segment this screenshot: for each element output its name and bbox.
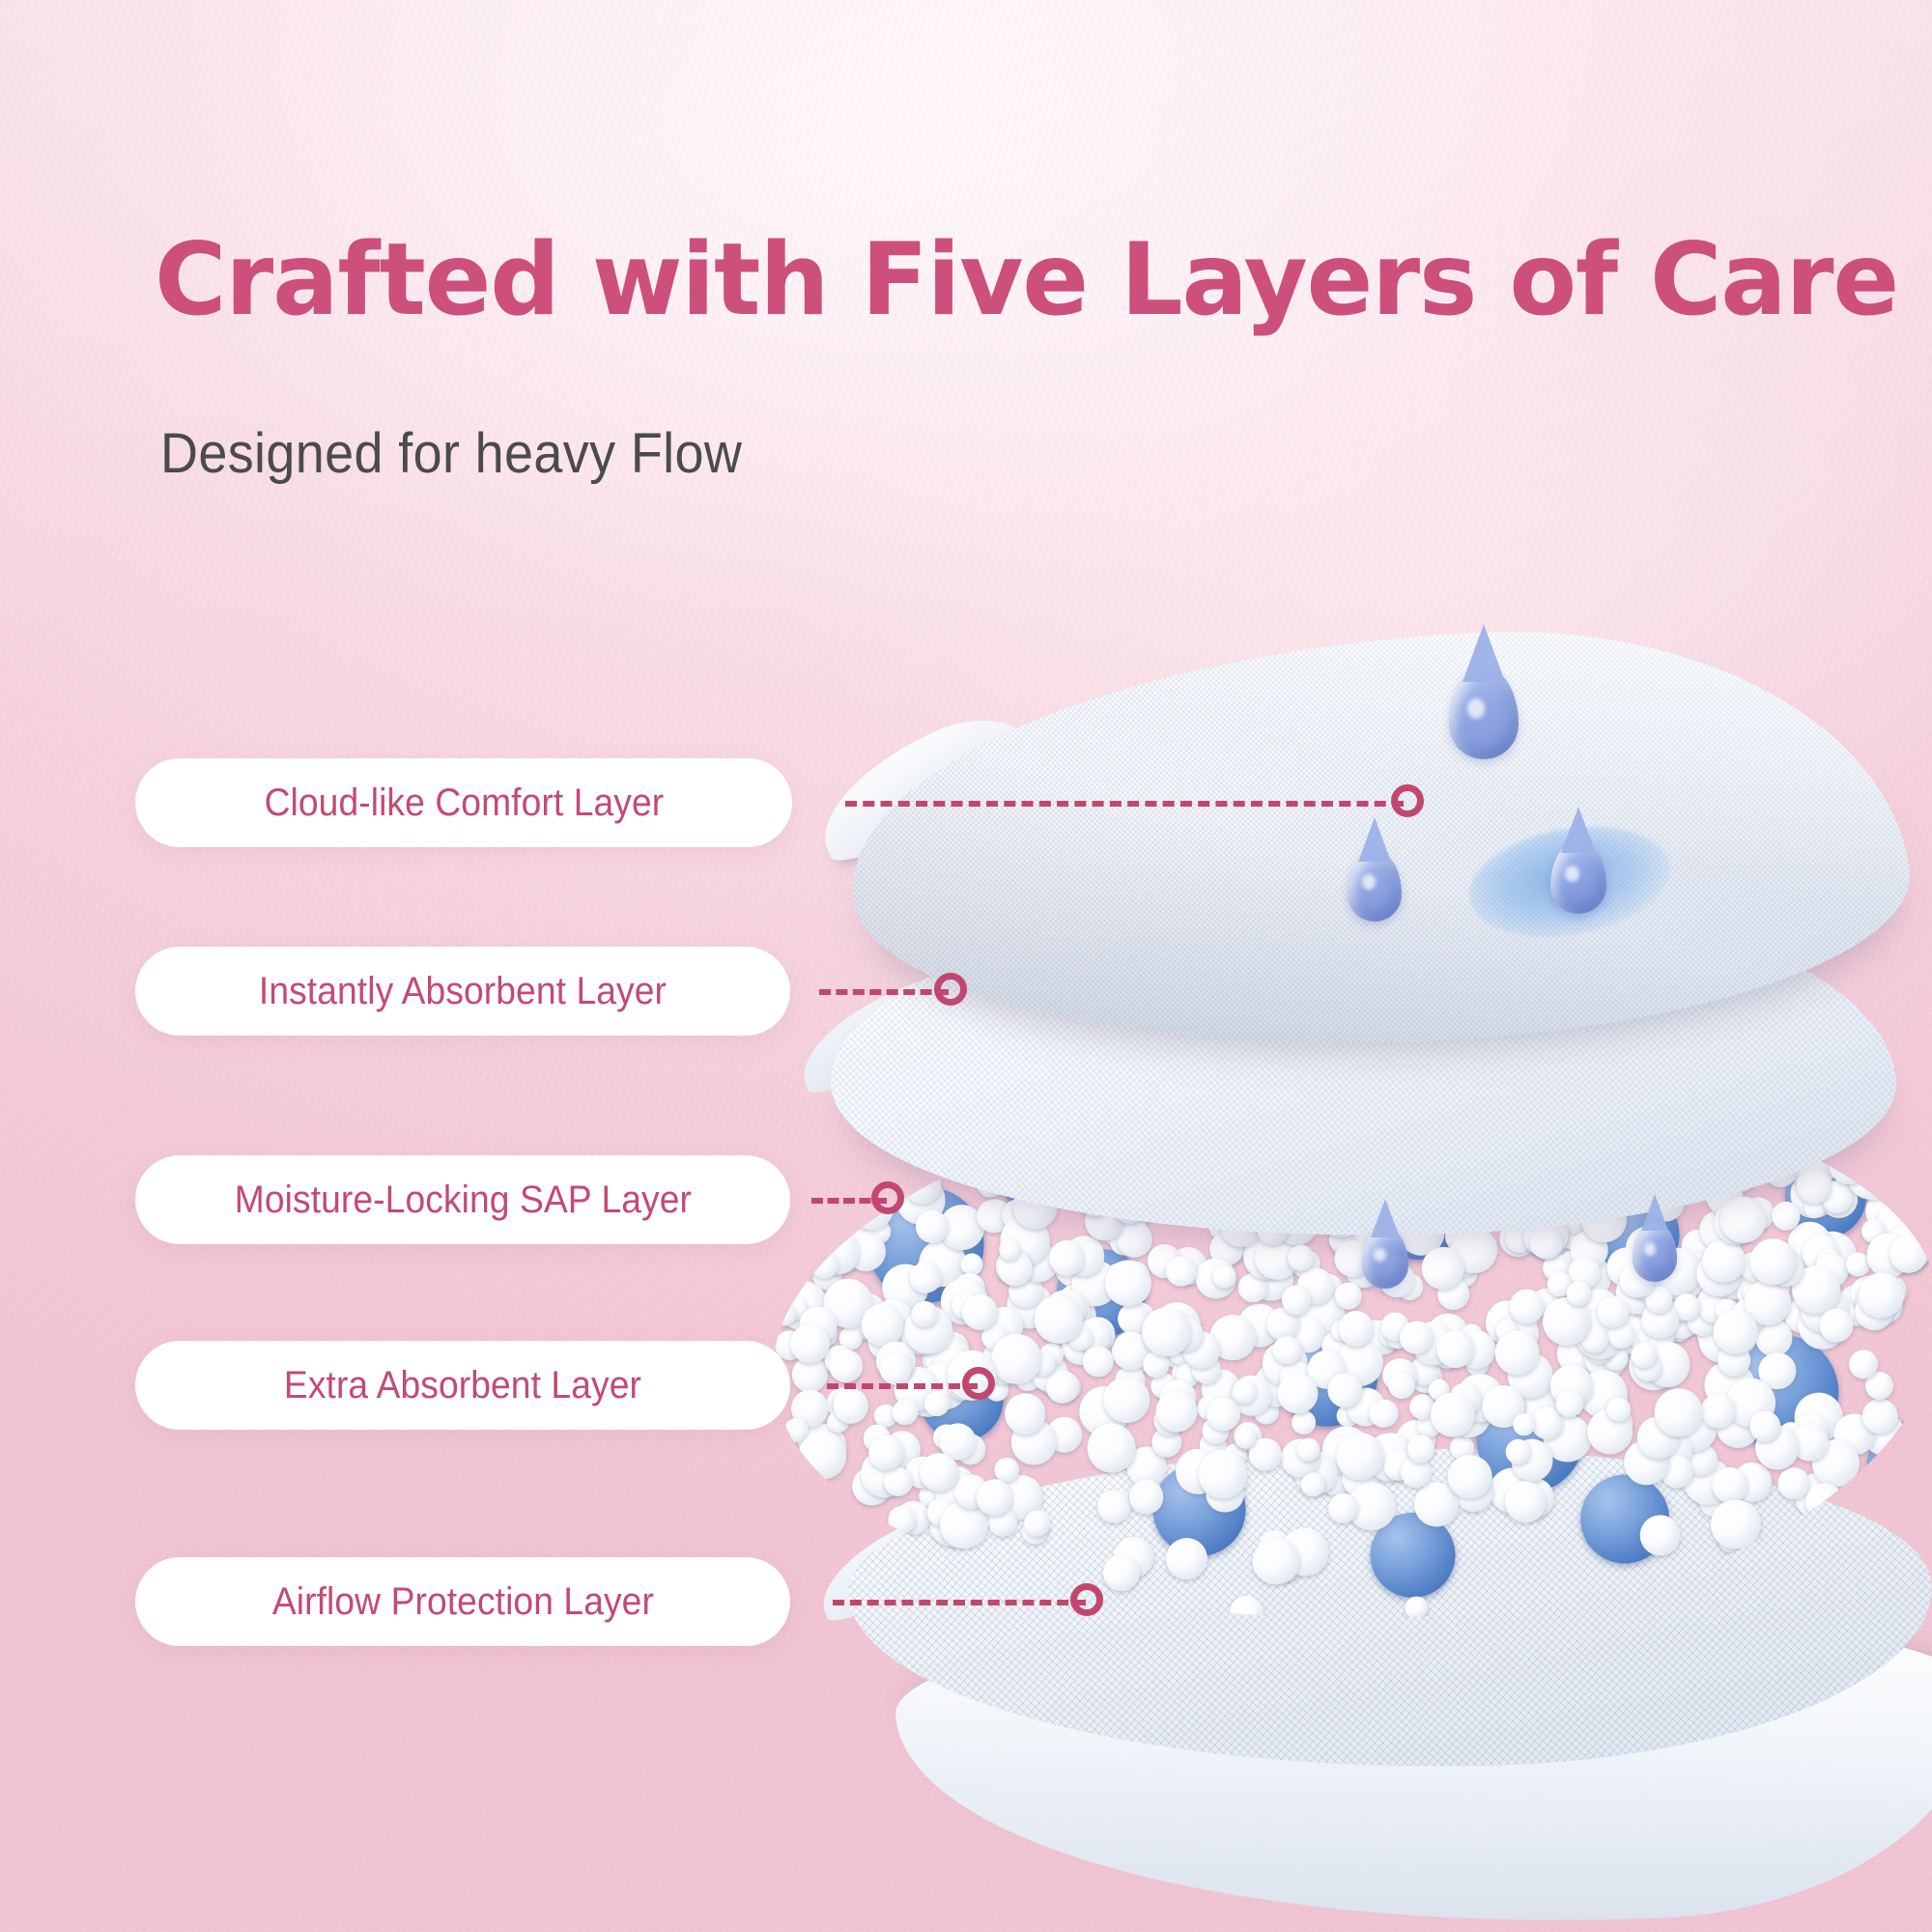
connector-dot-2	[934, 973, 967, 1006]
sap-bead-white	[1854, 1481, 1882, 1509]
sap-bead-white	[1404, 1595, 1429, 1620]
connector-line-1	[845, 801, 1404, 807]
water-droplet-icon	[1449, 623, 1519, 759]
layer-label-extra-absorbent[interactable]: Extra Absorbent Layer	[135, 1341, 790, 1430]
layer-label-text: Cloud-like Comfort Layer	[264, 781, 664, 824]
layer-label-airflow-protection[interactable]: Airflow Protection Layer	[135, 1557, 790, 1646]
connector-line-5	[833, 1600, 1086, 1605]
page-title: Crafted with Five Layers of Care	[155, 222, 1899, 338]
page-subtitle: Designed for heavy Flow	[160, 422, 743, 485]
sap-bead-white	[800, 1494, 835, 1528]
sap-bead-white	[1095, 1488, 1133, 1525]
sap-bead-white	[1904, 1191, 1929, 1216]
sap-bead-white	[1081, 1344, 1116, 1378]
water-droplet-icon	[1348, 816, 1402, 922]
water-droplet-icon	[1362, 1198, 1408, 1289]
water-droplet-icon	[1633, 1194, 1677, 1282]
layer-label-moisture-locking-sap[interactable]: Moisture-Locking SAP Layer	[135, 1155, 790, 1244]
sap-bead-white	[1368, 1398, 1400, 1430]
connector-dot-5	[1070, 1583, 1103, 1616]
connector-dot-4	[962, 1367, 995, 1400]
connector-dot-3	[871, 1181, 904, 1214]
connector-dot-1	[1391, 784, 1424, 817]
layer-label-text: Extra Absorbent Layer	[283, 1363, 642, 1406]
sap-bead-white	[828, 1348, 865, 1384]
layer-label-text: Instantly Absorbent Layer	[258, 969, 668, 1012]
connector-line-3	[811, 1198, 887, 1204]
connector-line-4	[827, 1383, 978, 1389]
sap-bead-white	[1902, 1169, 1927, 1193]
water-droplet-icon	[1550, 807, 1606, 914]
sap-bead-white	[1044, 1368, 1081, 1405]
layer-label-instantly-absorbent[interactable]: Instantly Absorbent Layer	[135, 947, 790, 1036]
layer-label-cloud-like-comfort[interactable]: Cloud-like Comfort Layer	[135, 758, 792, 847]
layer-label-text: Airflow Protection Layer	[271, 1579, 654, 1623]
layer-label-text: Moisture-Locking SAP Layer	[234, 1178, 692, 1221]
connector-line-2	[819, 989, 949, 995]
